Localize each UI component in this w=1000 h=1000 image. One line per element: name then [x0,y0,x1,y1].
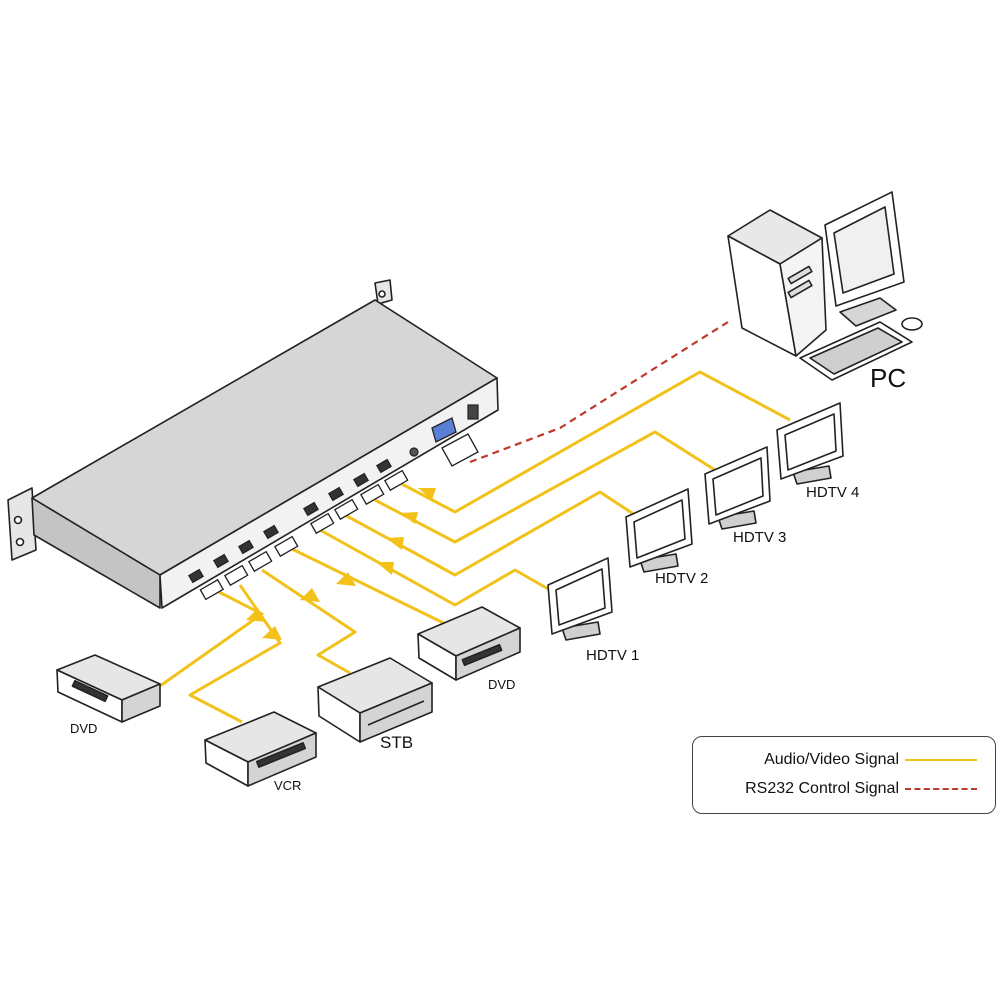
legend-row-av: Audio/Video Signal [693,748,997,772]
legend-rs232-swatch [905,788,977,790]
dvd-left [56,654,161,723]
hdmi-plug [309,512,335,535]
label-hdtv4: HDTV 4 [806,484,859,501]
label-pc: PC [870,363,906,393]
label-dvd-right: DVD [488,677,515,692]
av-line-dvd-right [289,546,463,634]
legend-row-rs232: RS232 Control Signal [693,777,997,801]
rs232-line [469,321,729,464]
hdmi-plug [273,535,299,558]
arrow-out-1 [376,562,394,575]
hdmi-plug [247,550,273,573]
legend-av-label: Audio/Video Signal [764,751,899,768]
label-dvd-left: DVD [70,721,97,736]
hdmi-plug [223,564,249,587]
rack-ear-hole [15,537,25,547]
hdtv-3 [704,446,771,530]
hdmi-plug [383,469,409,492]
vcr-tape-slot [255,742,307,768]
hdtv-4-screen [784,413,837,471]
hdtv-1-screen [555,568,606,626]
label-vcr: VCR [274,778,301,793]
hdmi-input-port [212,553,230,569]
hdmi-plugs [199,469,409,601]
arrow-in-stb [300,588,320,602]
signal-arrows [246,488,436,640]
pc [727,191,923,381]
hdmi-output-port [327,486,345,502]
power-jack [409,447,419,457]
arrow-out-4 [418,488,436,500]
rack-ear-left [7,487,37,561]
hdtv-4 [776,402,844,485]
pc-drive-bay [787,265,813,285]
dvd-right-tray [461,643,503,667]
stb [317,657,433,743]
hdtv-monitors [547,402,844,641]
hdtv-2 [625,488,693,573]
av-line-hdtv4 [397,370,791,514]
pc-tower-front [779,237,827,357]
dvd-left-side [121,683,161,723]
db9-plug [441,433,479,467]
pc-monitor-screen [833,206,895,294]
source-devices [56,606,521,787]
label-hdtv2: HDTV 2 [655,570,708,587]
dvd-right [417,606,521,681]
hdtv-1 [547,557,613,641]
arrow-in-dvd-left [246,608,266,622]
pc-mouse [901,317,923,331]
switcher-side [31,497,161,609]
rack-ear-hole [378,290,386,298]
arrow-in-dvd-right [336,572,356,586]
hdmi-output-port [375,458,393,474]
hdmi-plug [199,578,225,601]
arrow-in-vcr [262,626,282,640]
rack-ear-hole [13,515,23,525]
dvd-left-tray [71,679,109,703]
legend-rs232-label: RS232 Control Signal [745,780,899,797]
hdmi-input-port [262,524,280,540]
stb-slot [367,700,425,726]
label-hdtv3: HDTV 3 [733,529,786,546]
hdmi-output-port [352,472,370,488]
arrow-out-2 [386,537,404,550]
av-line-dvd-left [159,588,264,688]
hdtv-2-screen [633,499,686,559]
legend-av-swatch [905,759,977,761]
vcr [204,711,317,787]
hdmi-input-port [237,539,255,555]
label-stb: STB [380,733,413,752]
pc-drive-bay [787,279,813,299]
hdmi-plug [359,483,385,506]
av-line-stb [261,568,357,675]
power-switch [467,404,479,420]
rs232-connector [431,417,479,467]
hdmi-input-port [187,568,205,584]
hdmi-plug [333,498,359,521]
hdmi-output-port [302,501,320,517]
pc-keyboard-keys [809,327,903,375]
legend: Audio/Video Signal RS232 Control Signal [692,736,996,814]
arrow-out-3 [400,512,418,524]
pc-monitor-stand [839,297,897,327]
hdmi-ports [187,404,479,584]
hdtv-3-screen [712,457,764,516]
label-hdtv1: HDTV 1 [586,647,639,664]
db9-port [431,417,457,443]
